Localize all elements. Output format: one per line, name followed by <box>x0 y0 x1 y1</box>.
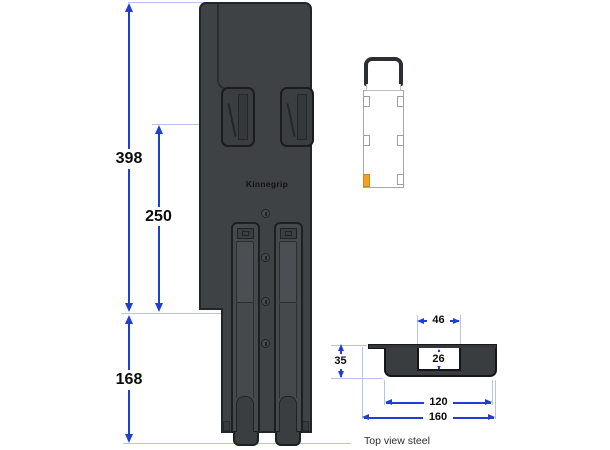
dimension-label-upper-section: 250 <box>136 207 181 226</box>
extension-line-top <box>128 2 206 3</box>
arrow-left-icon <box>385 399 392 405</box>
extension-line-35-top <box>331 345 367 346</box>
latch-diagonal <box>286 103 296 137</box>
arrow-right-icon <box>453 318 460 324</box>
arrow-right-icon <box>488 414 495 420</box>
arrow-right-icon <box>485 399 492 405</box>
screw-icon <box>261 339 270 348</box>
grip-arm-cap <box>237 228 254 239</box>
post-foot-right <box>275 432 301 446</box>
post-step-edge <box>199 308 223 310</box>
arrow-up-icon <box>338 344 344 351</box>
extension-line-35-bottom <box>331 378 383 379</box>
grip-arm-stem <box>279 303 297 398</box>
dimension-label-profile-depth: 35 <box>329 354 352 369</box>
grip-arm-lower-panel <box>279 396 297 433</box>
dimension-label-lower-section: 168 <box>106 370 152 390</box>
grip-arm-right <box>274 222 303 433</box>
extension-line-160-right <box>495 380 496 419</box>
extension-line-160-left <box>362 347 363 419</box>
dimension-label-inner-width: 120 <box>424 395 453 410</box>
arrow-up-icon <box>155 125 163 134</box>
arrow-up-icon <box>125 3 133 12</box>
screw-slot <box>265 211 267 216</box>
grip-arm-cap-detail <box>242 231 249 236</box>
truck-pocket <box>363 96 370 107</box>
bottom-notch-left <box>223 421 230 431</box>
extension-line-platform <box>121 313 223 314</box>
arrow-left-icon <box>417 318 424 324</box>
post-fold-contour <box>217 4 251 90</box>
grip-arm-lower-panel <box>236 396 254 433</box>
grip-arm-panel <box>236 241 254 303</box>
grip-arm-stem <box>236 303 254 398</box>
truck-cab-icon <box>364 57 403 86</box>
screw-icon <box>261 297 270 306</box>
arrow-down-icon <box>155 303 163 312</box>
arrow-down-icon <box>338 371 344 378</box>
bottom-notch-right <box>302 421 309 431</box>
screw-slot <box>265 299 267 304</box>
dimension-label-overall-width: 160 <box>423 410 453 425</box>
stake-pocket-slot-right <box>280 87 314 147</box>
extension-line-46-left <box>417 315 418 346</box>
screw-icon <box>261 209 270 218</box>
dimension-label-total-height: 398 <box>106 149 152 169</box>
arrow-up-icon <box>125 315 133 324</box>
extension-line-46-right <box>460 315 461 346</box>
stake-pocket-slot-left <box>221 87 255 147</box>
dimension-label-slot-width: 46 <box>427 313 450 328</box>
extension-line-120-right <box>492 380 493 405</box>
arrow-down-icon <box>125 434 133 443</box>
truck-pocket <box>397 96 404 107</box>
truck-pocket-highlighted <box>363 174 370 187</box>
screw-slot <box>265 255 267 260</box>
latch-diagonal <box>227 103 237 137</box>
arrow-down-icon <box>436 363 442 370</box>
arrow-left-icon <box>362 414 369 420</box>
latch-bar <box>238 94 248 140</box>
screw-slot <box>265 341 267 346</box>
screw-icon <box>261 253 270 262</box>
grip-arm-panel <box>279 241 297 303</box>
dimension-label-slot-depth: 26 <box>430 352 447 366</box>
post-foot-left <box>233 432 259 446</box>
truck-pocket <box>397 135 404 146</box>
latch-bar <box>297 94 307 140</box>
section-caption: Top view steel <box>364 435 430 447</box>
grip-arm-cap <box>280 228 297 239</box>
truck-pocket <box>363 135 370 146</box>
extension-line-250-top <box>152 124 206 125</box>
truck-cab-back <box>366 84 401 91</box>
brand-logo-text: Kinnegrip <box>245 179 289 189</box>
truck-pocket <box>397 174 404 185</box>
arrow-down-icon <box>125 303 133 312</box>
grip-arm-cap-detail <box>285 231 292 236</box>
extension-line-120-left <box>384 380 385 405</box>
grip-arm-left <box>231 222 260 433</box>
